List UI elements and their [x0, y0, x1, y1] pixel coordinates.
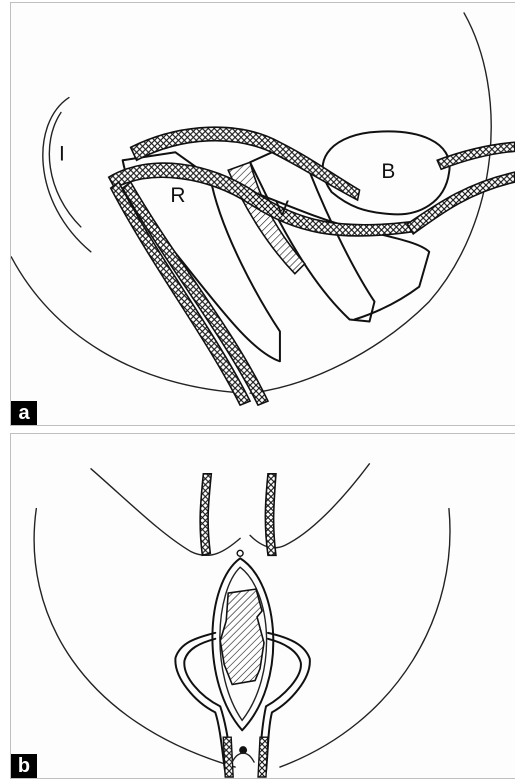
- left-groin-curve: [91, 469, 240, 556]
- mesh-band-anterior-upper: [437, 142, 515, 169]
- panel-b: b: [10, 433, 515, 779]
- label-rectum: R: [170, 184, 185, 207]
- lateral-arm-left: [175, 633, 225, 772]
- label-bladder: B: [381, 160, 395, 183]
- sagittal-illustration: I R V B: [11, 3, 515, 425]
- mesh-arm-up-right: [265, 474, 276, 556]
- mesh-band-anterior: [407, 172, 514, 234]
- perineal-curve: [232, 753, 254, 762]
- panel-a: I R V B a: [10, 2, 515, 426]
- panel-tag-b: b: [11, 754, 37, 778]
- mesh-exit-left: [223, 737, 233, 777]
- central-mesh: [220, 589, 264, 684]
- mesh-arm-left: [111, 182, 250, 405]
- urethral-meatus: [237, 550, 243, 556]
- perineal-illustration: [11, 434, 515, 778]
- label-vagina: V: [275, 197, 289, 220]
- mesh-exit-right: [258, 737, 268, 777]
- intestine-loop-outer: [43, 98, 91, 252]
- intestine-loop-inner: [49, 112, 81, 226]
- mesh-arm-up-left: [200, 474, 211, 556]
- label-intestine: I: [59, 142, 65, 165]
- panel-tag-a: a: [11, 401, 37, 425]
- right-thigh-outline: [280, 509, 450, 767]
